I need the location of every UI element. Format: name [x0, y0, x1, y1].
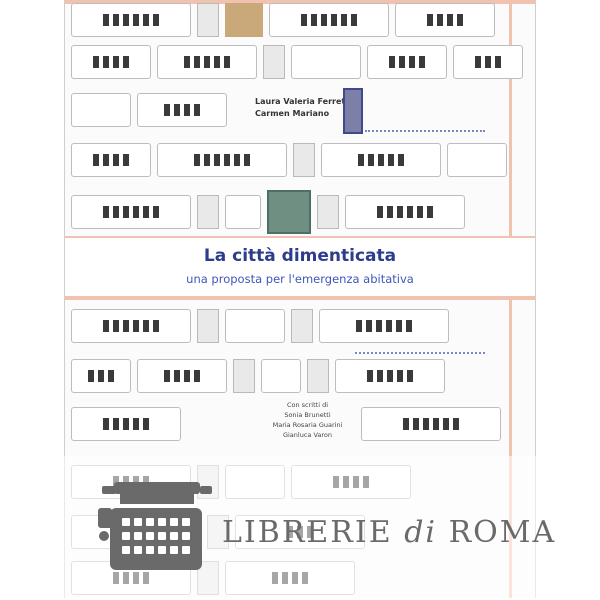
building-door: [263, 45, 285, 79]
blue-accent-block: [343, 88, 363, 134]
contributor-name: Sonia Brunetti: [284, 411, 331, 419]
building-unit: [71, 45, 151, 79]
contributor-name: Maria Rosaria Guarini: [272, 421, 343, 429]
building-unit: [157, 45, 257, 79]
building-unit: [137, 93, 227, 127]
cover-divider-line-lower: [65, 296, 535, 300]
building-unit: [321, 143, 441, 177]
building-door: [293, 143, 315, 177]
building-unit: [71, 195, 191, 229]
building-unit: [453, 45, 523, 79]
building-unit: [71, 359, 131, 393]
blue-dotted-line: [355, 352, 485, 357]
building-row-1: [65, 0, 495, 40]
building-unit: [71, 309, 191, 343]
building-unit: [261, 359, 301, 393]
building-door: [197, 309, 219, 343]
book-title: La città dimenticata: [203, 246, 397, 266]
cover-vertical-line: [509, 0, 512, 598]
building-unit: [225, 195, 261, 229]
building-unit: [71, 143, 151, 177]
cover-authors: Laura Valeria Ferretti Carmen Mariano: [255, 96, 352, 120]
building-unit: [71, 93, 131, 127]
contributions-label: Con scritti di: [286, 401, 329, 409]
author-name: Carmen Mariano: [255, 109, 330, 118]
building-unit: [319, 309, 449, 343]
green-accent-block: [267, 190, 311, 234]
building-unit: [225, 309, 285, 343]
building-row-8: [65, 404, 181, 444]
building-unit: [71, 407, 181, 441]
building-row-2: [65, 42, 523, 82]
title-band: [65, 238, 535, 296]
building-row-7: [65, 356, 445, 396]
building-door: [307, 359, 329, 393]
building-unit: [335, 359, 445, 393]
book-subtitle: una proposta per l'emergenza abitativa: [186, 272, 414, 286]
typewriter-icon: [98, 482, 212, 570]
brand-word: LIBRERIE: [222, 515, 393, 550]
building-unit: [361, 407, 501, 441]
building-row-6: [65, 306, 449, 346]
building-row-5: [65, 190, 465, 234]
brand-word: di: [404, 515, 438, 550]
building-door: [291, 309, 313, 343]
blue-dotted-line: [365, 130, 485, 135]
building-unit: [395, 3, 495, 37]
building-unit: [345, 195, 465, 229]
building-row-8-right: [355, 404, 501, 444]
building-unit: [137, 359, 227, 393]
building-unit: [71, 3, 191, 37]
watermark-brand: LIBRERIE di ROMA: [222, 515, 556, 550]
cover-top-line: [65, 0, 535, 4]
author-name: Laura Valeria Ferretti: [255, 97, 352, 106]
building-unit: [269, 3, 389, 37]
building-row-3: [65, 90, 227, 130]
building-row-4: [65, 140, 507, 180]
brand-word: ROMA: [448, 515, 557, 550]
building-unit: [291, 45, 361, 79]
building-door: [317, 195, 339, 229]
building-unit: [157, 143, 287, 177]
building-door: [233, 359, 255, 393]
contributors-block: Con scritti di Sonia Brunetti Maria Rosa…: [260, 400, 355, 440]
building-door: [197, 3, 219, 37]
watermark-band: [0, 456, 600, 600]
tan-accent-block: [225, 3, 263, 37]
building-unit: [447, 143, 507, 177]
building-unit: [367, 45, 447, 79]
building-door: [197, 195, 219, 229]
contributor-name: Gianluca Varon: [282, 431, 333, 439]
